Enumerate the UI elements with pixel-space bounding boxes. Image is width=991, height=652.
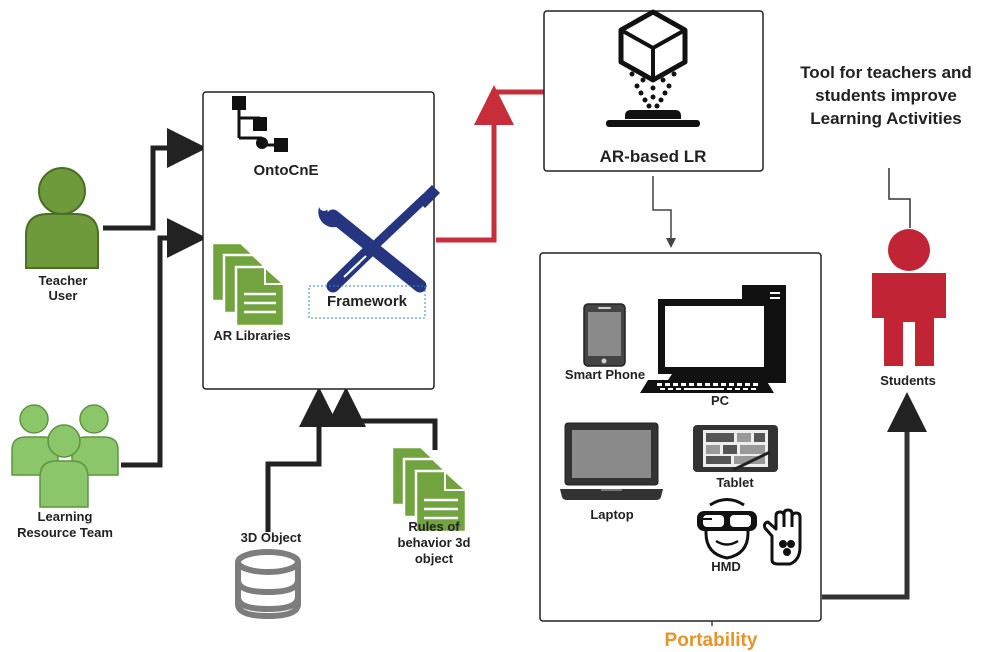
pc-label: PC [711, 393, 730, 408]
hierarchy-icon [232, 96, 288, 152]
hmd-icon [697, 498, 757, 560]
laptop-label: Laptop [590, 507, 633, 522]
rules-label-line1: Rules of [408, 519, 460, 534]
framework-label-box [308, 285, 426, 319]
team-label-line1: Learning [38, 509, 93, 524]
tablet-icon [693, 425, 778, 472]
smartphone-label: Smart Phone [565, 367, 645, 382]
team-to-box-arrow [121, 218, 207, 468]
wrench-screwdriver-icon [318, 185, 440, 293]
tool-note-line3: Learning Activities [810, 109, 961, 128]
ar-to-devices-arrow [652, 176, 676, 248]
object-to-box-arrow [265, 387, 339, 532]
framework-to-ar-arrow [436, 85, 514, 243]
documents-icon [210, 241, 286, 328]
rules-label-line2: behavior 3d [398, 535, 471, 550]
ar-box-label: AR-based LR [600, 147, 707, 166]
note-to-students-line [888, 168, 911, 228]
portability-label: Portability [665, 630, 758, 651]
pc-icon [640, 285, 786, 393]
hmd-label: HMD [711, 559, 741, 574]
students-person-icon [872, 229, 946, 366]
tool-note-line2: students improve [815, 86, 957, 105]
devices-to-students-arrow [822, 392, 927, 600]
object3d-label: 3D Object [241, 530, 302, 545]
team-label-line2: Resource Team [17, 525, 113, 540]
rules-documents-icon [390, 445, 468, 534]
rules-label-line3: object [415, 551, 454, 566]
tool-note-line1: Tool for teachers and [800, 63, 972, 82]
database-icon [235, 549, 301, 620]
students-label: Students [880, 373, 936, 388]
laptop-icon [560, 422, 663, 500]
3d-printer-icon [606, 9, 700, 127]
teacher-person-icon [25, 167, 99, 269]
team-group-icon [11, 404, 119, 508]
tablet-label: Tablet [716, 475, 754, 490]
libraries-label: AR Libraries [213, 328, 290, 343]
glove-icon [762, 508, 802, 566]
teacher-to-box-arrow [103, 128, 207, 231]
rules-to-box-arrow [326, 387, 438, 450]
framework-label: Framework [327, 293, 408, 310]
smartphone-icon [583, 303, 626, 367]
teacher-label-line1: Teacher [39, 273, 88, 288]
teacher-label-line2: User [49, 288, 78, 303]
ontology-label: OntoCnE [254, 162, 319, 179]
